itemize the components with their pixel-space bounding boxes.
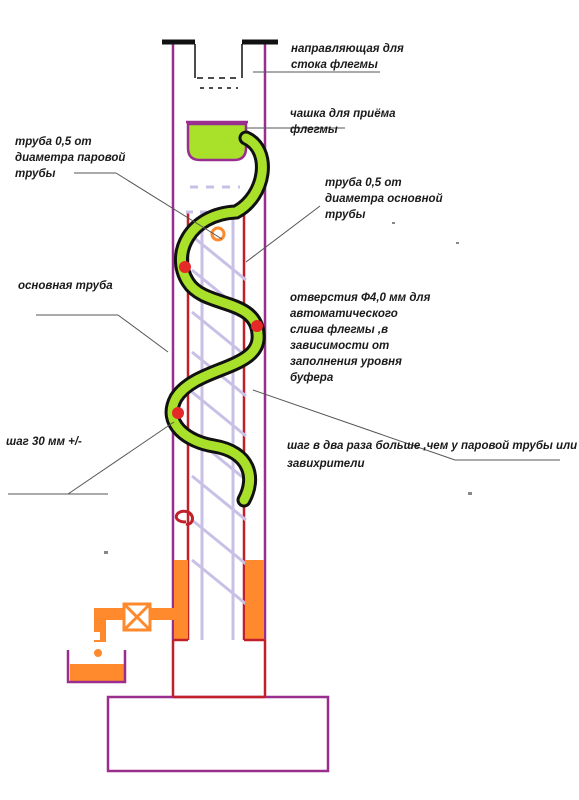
label-line: труба 0,5 от <box>325 177 402 189</box>
collection-vessel <box>66 650 127 684</box>
reflux-cup <box>186 122 248 162</box>
drain-drop <box>94 649 102 657</box>
label-guide: направляющая для стока флегмы <box>291 43 404 71</box>
label-line: основная труба <box>18 280 113 292</box>
drain-hole-3 <box>172 407 184 419</box>
label-line: трубы <box>325 209 366 221</box>
label-line: диаметра основной <box>325 193 443 205</box>
drain-outlet <box>94 602 174 642</box>
label-line: шаг 30 мм +/- <box>6 436 82 448</box>
drain-pipe-end <box>94 632 100 640</box>
base-block <box>106 695 330 773</box>
label-holes: отверстия Ф4,0 мм для автоматического слив… <box>290 292 431 384</box>
label-line: направляющая для <box>291 43 404 55</box>
collection-liquid <box>70 664 124 681</box>
label-step: шаг 30 мм +/- <box>6 436 82 448</box>
label-line: завихрители <box>287 458 364 470</box>
label-line: заполнения уровня <box>290 356 402 368</box>
label-tube-steam: труба 0,5 от диаметра паровой трубы <box>15 136 125 180</box>
label-line: чашка для приёма <box>290 108 396 120</box>
label-main-tube: основная труба <box>18 280 113 292</box>
label-line: отверстия Ф4,0 мм для <box>290 292 431 304</box>
reflux-spiral-fill <box>167 133 267 505</box>
label-line: труба 0,5 от <box>15 136 92 148</box>
label-line: шаг в два раза больше ,чем у паровой тру… <box>287 440 577 452</box>
label-pitch: шаг в два раза больше ,чем у паровой тру… <box>287 440 577 470</box>
buffer-liquid-left <box>174 560 188 640</box>
leader-lines <box>8 71 560 495</box>
lower-chamber <box>171 638 267 699</box>
drain-hole-1 <box>179 261 191 273</box>
label-line: трубы <box>15 168 56 180</box>
label-line: слива флегмы ,в <box>290 324 388 336</box>
drain-hole-2 <box>251 320 263 332</box>
spiral-end-hook <box>174 509 194 526</box>
reflux-guide <box>194 44 243 89</box>
specks <box>104 222 472 554</box>
label-line: стока флегмы <box>291 59 378 71</box>
label-line: буфера <box>290 372 334 384</box>
orange-ring <box>210 226 226 242</box>
label-tube-main: труба 0,5 от диаметра основной трубы <box>325 177 443 221</box>
label-cup: чашка для приёма флегмы <box>290 108 396 136</box>
label-line: автоматического <box>290 308 398 320</box>
buffer-liquid-right <box>245 560 264 640</box>
label-line: диаметра паровой <box>15 152 125 164</box>
label-line: флегмы <box>290 124 338 136</box>
label-line: зависимости от <box>290 340 389 352</box>
